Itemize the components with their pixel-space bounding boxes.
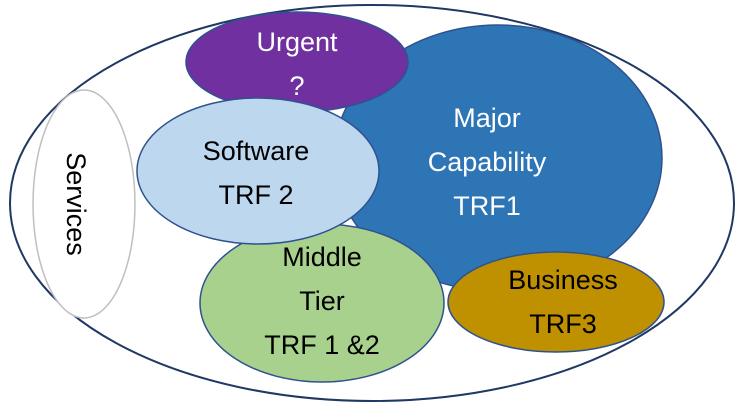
urgent-label-2: ? bbox=[289, 71, 304, 101]
middle-tier-node: Middle Tier TRF 1 &2 bbox=[199, 223, 445, 383]
services-label: Services bbox=[61, 152, 91, 256]
services-node: Services bbox=[32, 89, 136, 319]
major-capability-node: Major Capability TRF1 bbox=[333, 24, 663, 292]
business-label-1: Business bbox=[508, 265, 618, 295]
major-label-1: Major bbox=[453, 103, 521, 133]
software-label-1: Software bbox=[203, 136, 310, 166]
business-label-2: TRF3 bbox=[529, 309, 597, 339]
major-label-3: TRF1 bbox=[453, 191, 521, 221]
major-label-2: Capability bbox=[428, 147, 547, 177]
middle-label-2: Tier bbox=[299, 286, 345, 316]
software-label-2: TRF 2 bbox=[218, 180, 293, 210]
middle-label-3: TRF 1 &2 bbox=[264, 330, 380, 360]
software-node: Software TRF 2 bbox=[136, 97, 380, 245]
business-node: Business TRF3 bbox=[447, 251, 665, 353]
urgent-label-1: Urgent bbox=[256, 27, 338, 57]
middle-label-1: Middle bbox=[282, 242, 362, 272]
urgent-node: Urgent ? bbox=[185, 11, 409, 113]
